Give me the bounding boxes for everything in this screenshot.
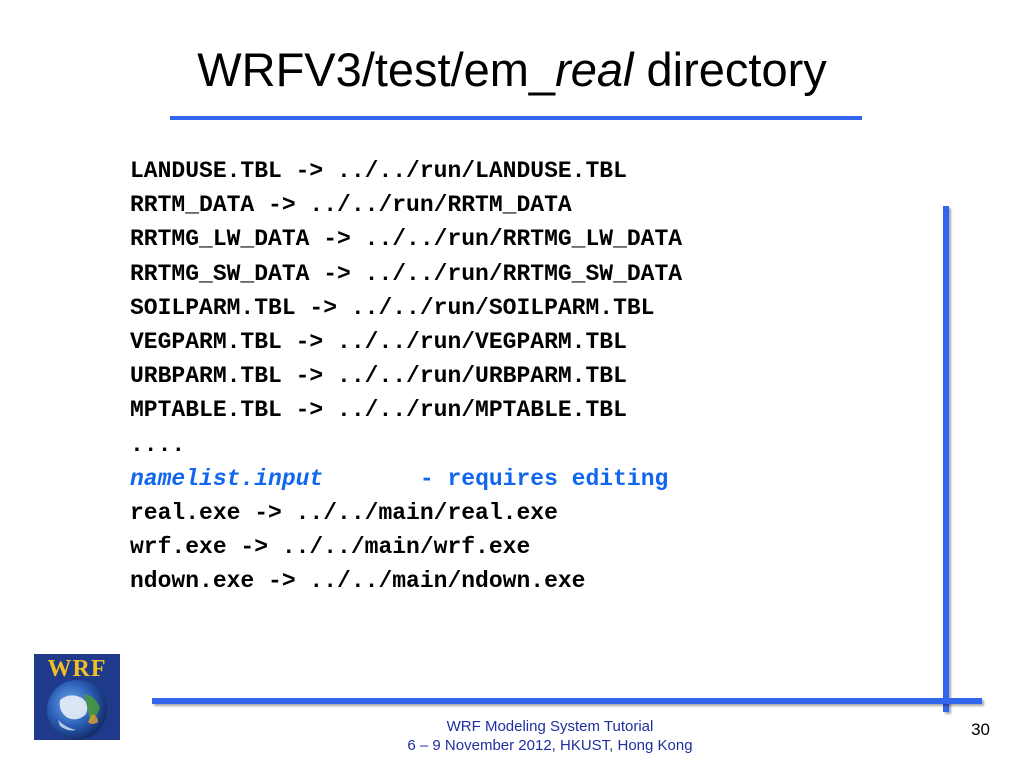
right-accent-bar (943, 206, 949, 712)
namelist-line: namelist.input - requires editing (130, 462, 682, 496)
namelist-note: - requires editing (419, 465, 669, 492)
listing-line: URBPARM.TBL -> ../../run/URBPARM.TBL (130, 363, 627, 390)
listing-line: ndown.exe -> ../../main/ndown.exe (130, 568, 586, 595)
globe-icon (47, 680, 107, 740)
listing-line: real.exe -> ../../main/real.exe (130, 500, 558, 527)
listing-line: wrf.exe -> ../../main/wrf.exe (130, 534, 531, 561)
title-emphasis: real (555, 43, 634, 96)
bottom-accent-bar (152, 698, 982, 704)
wrf-logo: WRF (34, 654, 120, 740)
page-number: 30 (971, 720, 990, 739)
listing-line: MPTABLE.TBL -> ../../run/MPTABLE.TBL (130, 397, 627, 424)
listing-line: SOILPARM.TBL -> ../../run/SOILPARM.TBL (130, 294, 655, 321)
namelist-filename: namelist.input (130, 465, 324, 492)
title-suffix: directory (633, 43, 827, 96)
logo-text: WRF (47, 656, 107, 682)
listing-line: RRTMG_LW_DATA -> ../../run/RRTMG_LW_DATA (130, 226, 683, 253)
listing-line: RRTM_DATA -> ../../run/RRTM_DATA (130, 192, 572, 219)
footer-event-date: 6 – 9 November 2012, HKUST, Hong Kong (407, 737, 693, 754)
directory-listing: LANDUSE.TBL -> ../../run/LANDUSE.TBL RRT… (130, 154, 682, 599)
title-underline (170, 116, 862, 120)
listing-line: VEGPARM.TBL -> ../../run/VEGPARM.TBL (130, 329, 627, 356)
namelist-gap (323, 466, 420, 492)
listing-line: RRTMG_SW_DATA -> ../../run/RRTMG_SW_DATA (130, 260, 683, 287)
slide-title: WRFV3/test/em_real directory (0, 42, 1024, 98)
listing-ellipsis: .... (130, 431, 186, 458)
title-prefix: WRFV3/test/em_ (197, 43, 556, 96)
listing-line: LANDUSE.TBL -> ../../run/LANDUSE.TBL (130, 158, 627, 184)
footer-event-name: WRF Modeling System Tutorial (446, 718, 654, 735)
